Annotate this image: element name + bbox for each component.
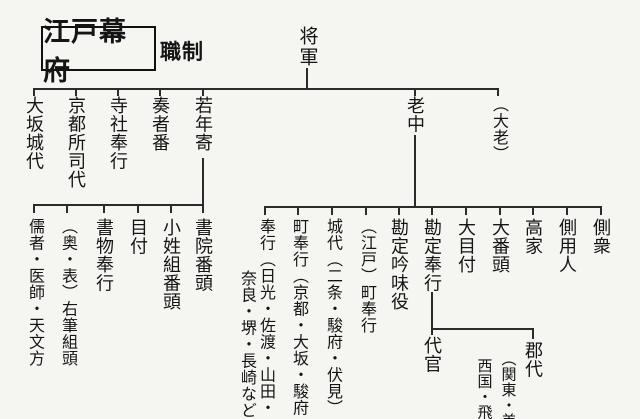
node-jisha-bugyo: 寺社奉行 [108, 96, 128, 170]
node-yuhitsu-kumigashira: （奥・表）右筆組頭 [59, 218, 76, 367]
node-sojaban: 奏者番 [150, 96, 170, 152]
connector-rochu-drop [414, 135, 416, 207]
connector-tick-shomotsu-bugyo [103, 204, 105, 213]
connector-wakadoshiyori-drop [202, 158, 204, 205]
node-koshogumi-bangashira: 小姓組番頭 [161, 218, 181, 311]
node-osaka-jodai: 大坂城代 [24, 96, 44, 170]
chart-subtitle: 職制 [160, 41, 204, 64]
connector-level3-bar [265, 206, 602, 208]
node-koke: 高家 [523, 218, 543, 255]
connector-level2-bar [34, 204, 204, 206]
chart-title: 江戸幕府 [43, 16, 127, 86]
node-metsuke: 目付 [128, 218, 148, 255]
node-daikan: 代官 [422, 336, 442, 373]
node-gundai: 郡代 [523, 341, 543, 378]
node-kyoto-shoshidai: 京都所司代 [66, 96, 86, 189]
connector-tick-metsuke [137, 204, 139, 213]
node-gundai-note-col2: 西国・飛騨） [475, 358, 493, 419]
node-kanjo-bugyo: 勘定奉行 [422, 218, 442, 292]
node-wakadoshiyori: 若年寄 [193, 96, 213, 152]
node-edo-machibugyo: （江戸）町奉行 [358, 218, 375, 334]
connector-tick-ongoku-bugyo [264, 206, 266, 215]
connector-tick-jodai [331, 206, 333, 215]
connector-tick-yuhitsu [66, 204, 68, 213]
connector-kanjo-bugyo-drop [431, 292, 433, 329]
connector-tick-tairo [497, 88, 499, 96]
node-ongoku-bugyo: 奉行（日光・佐渡・山田・ [257, 218, 274, 416]
node-gundai-note-col1: （関東・美濃・ [499, 351, 517, 419]
connector-tick-ometsuke [465, 206, 467, 215]
node-ometsuke: 大目付 [456, 218, 476, 274]
connector-tick-shoinban [202, 204, 204, 213]
connector-tick-daikan [431, 328, 433, 335]
connector-tick-edo-machibugyo [365, 206, 367, 215]
connector-tick-kanjo-bugyo [431, 206, 433, 215]
node-shogun: 将軍 [296, 26, 318, 68]
node-sobashu: 側衆 [591, 218, 611, 255]
node-jodai: 城代（二条・駿府・伏見） [324, 218, 341, 416]
connector-tick-jusha [33, 204, 35, 213]
connector-tick-sobayonin [566, 206, 568, 215]
chart-title-box: 江戸幕府 [41, 17, 156, 86]
connector-tick-sobashu [600, 206, 602, 215]
connector-tick-sojaban [159, 88, 161, 96]
connector-shogun-stub [306, 68, 308, 88]
connector-tick-wakadoshiyori [202, 88, 204, 96]
connector-tick-gundai [532, 328, 534, 339]
connector-tick-koke [532, 206, 534, 215]
node-ongoku-bugyo-wrap: 奈良・堺・長崎など） [238, 270, 255, 419]
connector-tick-oban-gashira [499, 206, 501, 215]
connector-level4-bar [431, 328, 534, 330]
connector-tick-jisha-bugyo [117, 88, 119, 96]
node-jusha-ishi-tenmonkata: 儒者・医師・天文方 [26, 218, 43, 367]
node-shoin-bangashira: 書院番頭 [193, 218, 213, 292]
node-ongoku-machibugyo: 町奉行（京都・大坂・駿府・伏見） [290, 218, 307, 419]
node-kanjo-ginmiyaku: 勘定吟味役 [389, 218, 409, 311]
node-oban-gashira: 大番頭 [490, 218, 510, 274]
connector-tick-osaka-jodai [33, 88, 35, 96]
connector-level1-bar [34, 88, 499, 90]
node-sobayonin: 側用人 [557, 218, 577, 274]
connector-tick-rochu [414, 88, 416, 96]
connector-tick-kanjo-ginmiyaku [398, 206, 400, 215]
node-rochu: 老中 [405, 96, 425, 133]
node-shomotsu-bugyo: 書物奉行 [94, 218, 114, 292]
connector-tick-ongoku-machibugyo [297, 206, 299, 215]
connector-tick-kyoto-shoshidai [75, 88, 77, 96]
connector-tick-koshogumi [170, 204, 172, 213]
node-tairo: （大老） [490, 96, 507, 162]
